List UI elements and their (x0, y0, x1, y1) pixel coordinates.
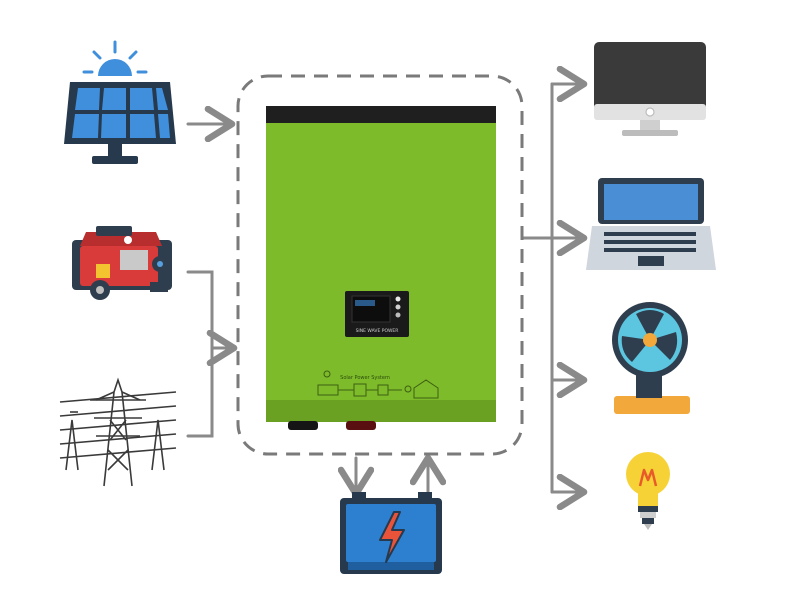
laptop (586, 178, 716, 270)
laptop-icon (586, 178, 716, 270)
status-led (395, 312, 401, 318)
connectors (186, 84, 584, 494)
monitor-icon (594, 42, 706, 136)
fan (612, 302, 690, 414)
inverter-top (266, 106, 496, 123)
display-caption: SINE WAVE POWER (356, 328, 399, 334)
power-grid (59, 377, 177, 487)
generator-star (124, 236, 132, 244)
terminal-positive (346, 421, 376, 430)
lcd-screen (351, 295, 391, 323)
inverter: SINE WAVE POWER Solar Power System (266, 106, 496, 430)
inverter-body (266, 116, 496, 422)
panel-title: Solar Power System (340, 375, 390, 381)
solar-panel (64, 40, 176, 164)
status-led (395, 296, 401, 302)
bulb-decal-icon (404, 385, 412, 393)
terminal-negative (288, 421, 318, 430)
system-decal (317, 370, 439, 399)
lightning-bolt-icon (379, 511, 405, 563)
battery (340, 492, 442, 574)
generator (72, 226, 172, 300)
status-led (395, 304, 401, 310)
light-bulb-icon (626, 452, 670, 530)
inverter-shade (266, 400, 496, 422)
solar-panel-icon (64, 40, 176, 164)
lcd-readout (355, 300, 375, 306)
desktop-monitor (594, 42, 706, 136)
generator-line (186, 270, 214, 438)
transmission-tower-icon (59, 377, 177, 487)
inverter-boundary (236, 74, 524, 456)
battery-icon (340, 492, 442, 574)
generator-icon (72, 226, 172, 300)
fan-icon (612, 302, 690, 414)
sun-icon (82, 40, 148, 76)
house-decal-icon (413, 379, 439, 399)
light-bulb (626, 452, 670, 530)
sun-decal-icon (323, 370, 331, 378)
